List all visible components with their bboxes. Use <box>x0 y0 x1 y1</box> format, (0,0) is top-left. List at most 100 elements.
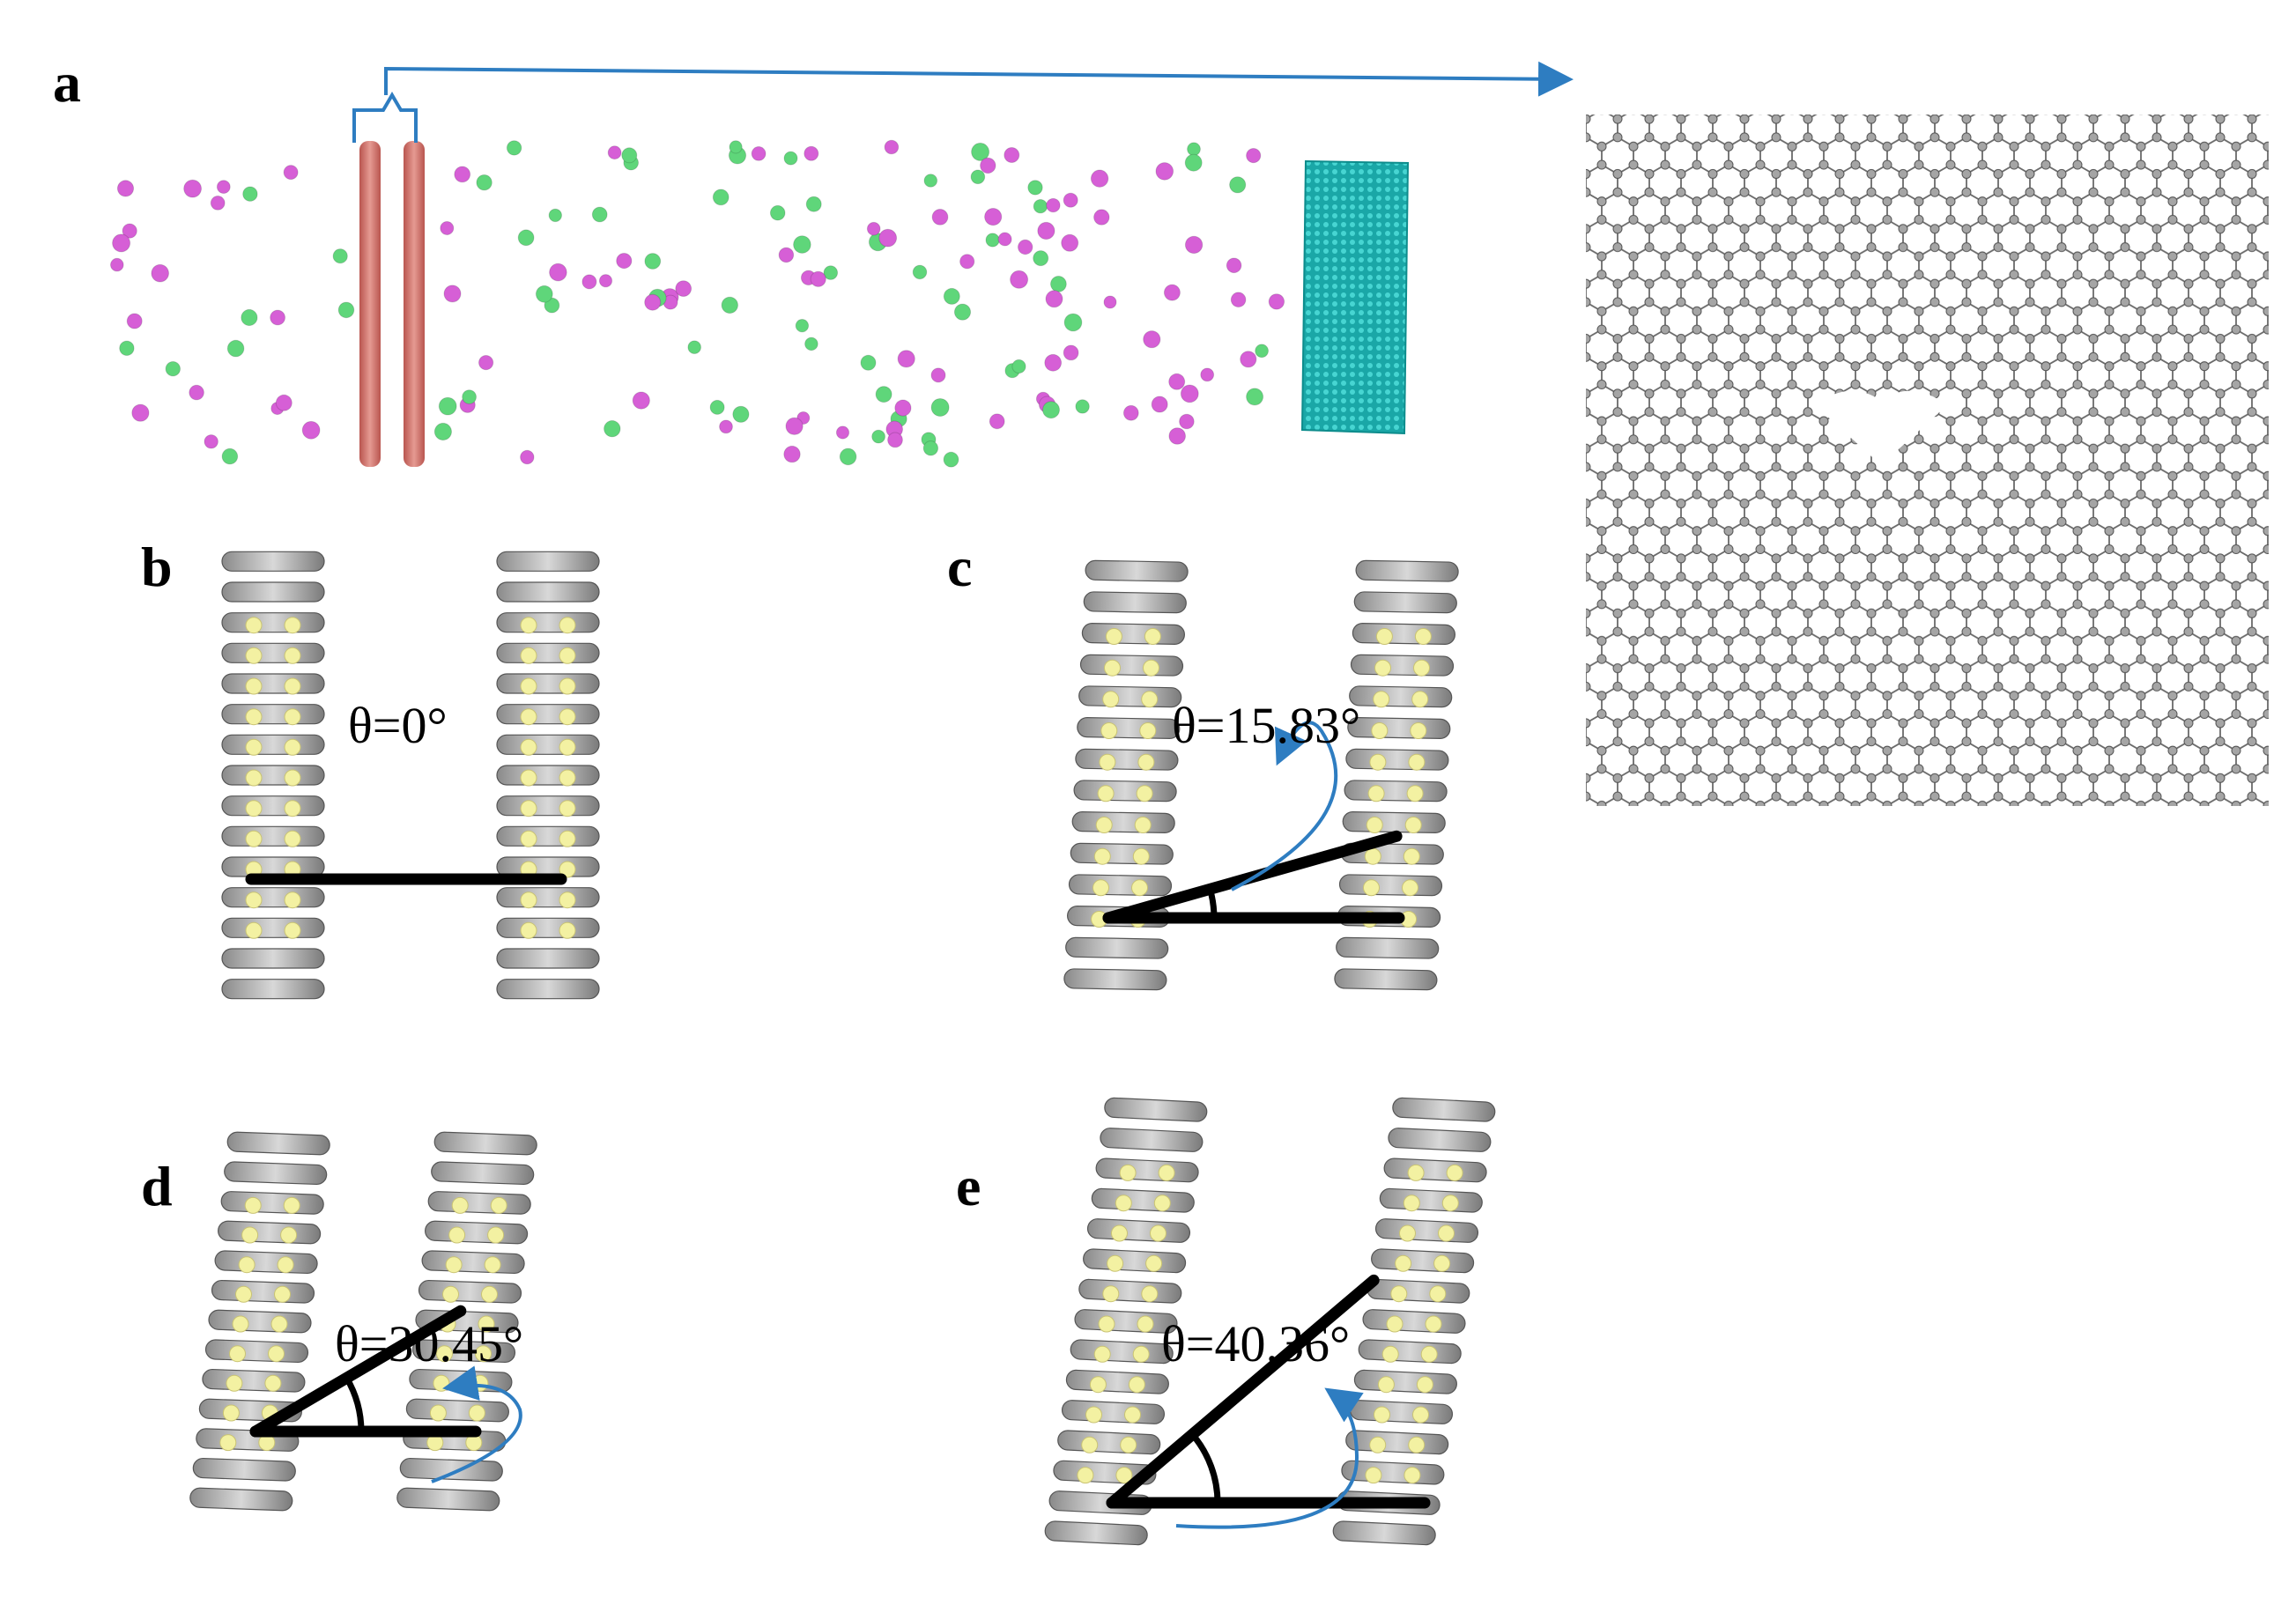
carbon-ring <box>224 1161 328 1186</box>
cation-ion <box>1063 344 1079 361</box>
carbon-ring <box>221 795 325 817</box>
carbon-ring <box>1085 559 1189 582</box>
cation-ion <box>598 274 613 288</box>
anion-ion <box>793 235 811 254</box>
cation-ion <box>1037 221 1055 240</box>
anion-ion <box>544 297 560 314</box>
highlight-atom <box>1420 1345 1438 1363</box>
carbon-ring <box>1345 1430 1449 1455</box>
cation-ion <box>1143 330 1161 349</box>
carbon-ring <box>1091 1187 1195 1213</box>
highlight-atom <box>1141 1285 1159 1303</box>
cation-ion <box>1168 373 1186 390</box>
carbon-ring <box>496 765 600 786</box>
cation-ion <box>785 417 804 435</box>
cation-ion <box>989 413 1005 430</box>
carbon-ring <box>1086 1218 1191 1243</box>
carbon-ring <box>396 1487 500 1512</box>
anion-ion <box>591 206 608 223</box>
highlight-atom <box>1414 628 1432 645</box>
highlight-atom <box>1365 1467 1382 1484</box>
cation-ion <box>959 254 975 270</box>
highlight-atom <box>1136 785 1153 802</box>
carbon-ring <box>1374 1218 1479 1243</box>
cation-ion <box>112 233 131 253</box>
anion-ion <box>506 140 522 156</box>
highlight-atom <box>1132 847 1150 865</box>
carbon-ring <box>496 673 600 694</box>
cation-ion <box>1151 396 1168 413</box>
highlight-atom <box>1363 879 1380 897</box>
anion-ion <box>1042 401 1060 419</box>
highlight-atom <box>1153 1195 1171 1212</box>
anion-ion <box>769 204 786 221</box>
highlight-atom <box>487 1226 505 1244</box>
highlight-atom <box>1406 785 1424 802</box>
highlight-atom <box>1402 879 1418 897</box>
cation-ion <box>1179 413 1195 430</box>
anion-ion <box>732 405 750 423</box>
carbon-ring <box>496 642 600 663</box>
carbon-ring <box>1347 717 1451 739</box>
cation-ion <box>1155 162 1174 181</box>
carbon-ring <box>421 1250 525 1275</box>
nanotube-pair <box>1063 559 1459 991</box>
cation-ion <box>884 139 900 155</box>
highlight-atom <box>1404 1467 1421 1484</box>
highlight-atom <box>1403 1195 1420 1212</box>
cation-ion <box>454 166 471 183</box>
angle-line <box>249 1305 467 1438</box>
highlight-atom <box>1098 1315 1115 1333</box>
carbon-ring <box>1065 1369 1169 1394</box>
panel-a: a <box>53 51 2269 806</box>
cation-ion <box>1230 292 1247 308</box>
highlight-atom <box>1145 1254 1163 1272</box>
highlight-atom <box>1381 1345 1399 1363</box>
carbon-ring <box>221 673 325 694</box>
highlight-atom <box>284 647 301 664</box>
carbon-ring <box>1392 1097 1496 1122</box>
highlight-atom <box>270 1315 288 1333</box>
anion-ion <box>548 208 562 223</box>
highlight-atom <box>1134 817 1152 833</box>
cation-ion <box>783 445 801 463</box>
cation-ion <box>301 420 321 440</box>
carbon-ring <box>418 1279 522 1304</box>
anion-ion <box>1011 359 1026 374</box>
highlight-atom <box>284 617 301 634</box>
anion-ion <box>535 285 553 303</box>
highlight-atom <box>283 1196 300 1214</box>
highlight-atom <box>445 1256 463 1274</box>
anion-ion <box>1033 250 1049 267</box>
highlight-atom <box>559 830 576 847</box>
cation-ion <box>1200 367 1215 382</box>
anion-ion <box>687 340 702 355</box>
nanotube-pair <box>189 1131 537 1512</box>
highlight-atom <box>436 1345 453 1363</box>
highlight-atom <box>1399 1224 1416 1242</box>
anion-ion <box>721 296 738 314</box>
highlight-atom <box>245 677 263 695</box>
highlight-atom <box>1081 1436 1099 1453</box>
highlight-atom <box>264 1374 282 1392</box>
cation-ion <box>894 399 912 417</box>
highlight-atom <box>244 1196 262 1214</box>
highlight-atom <box>433 1374 450 1392</box>
anion-ion <box>241 308 258 327</box>
cation-ion <box>478 355 494 371</box>
membrane-sheet <box>1300 159 1410 435</box>
highlight-atom <box>1144 628 1161 645</box>
cation-ion <box>1184 235 1204 255</box>
carbon-ring <box>1355 559 1459 582</box>
blue-bracket-icon <box>352 92 418 143</box>
panel-e: e θ=40.36° <box>956 1097 1496 1546</box>
highlight-atom <box>559 708 576 726</box>
cation-ion <box>835 425 850 440</box>
carbon-ring <box>1371 1248 1475 1274</box>
highlight-atom <box>1407 1164 1425 1181</box>
cation-ion <box>1226 257 1242 274</box>
cation-ion <box>270 309 286 326</box>
carbon-ring <box>1095 1158 1199 1183</box>
anion-ion <box>332 248 348 264</box>
